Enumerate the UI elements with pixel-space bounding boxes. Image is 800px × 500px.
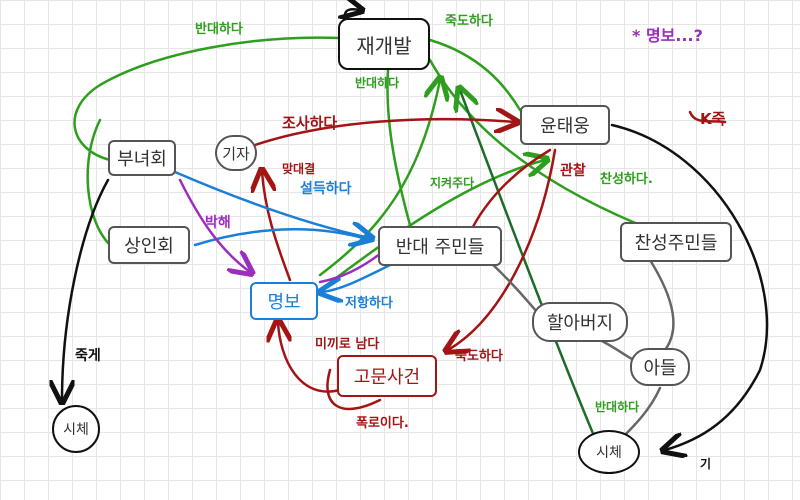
node-yun-taewoong: 윤태웅 (520, 105, 610, 145)
label-fight: 맞대결 (282, 162, 316, 176)
node-torture-case: 고문사건 (337, 355, 437, 397)
label-persuade: 설득하다 (300, 181, 352, 197)
edge-supporters-redev (428, 58, 642, 227)
edge-redev-yun (428, 38, 522, 112)
label-stubborn: 저항하다 (345, 296, 393, 311)
edge-death-loop (326, 368, 382, 411)
edge-merchants-opp-residents (193, 228, 372, 247)
edge-supporters-son (648, 258, 675, 352)
edge-yun-death (448, 148, 557, 350)
label-protect: 지켜주다 (430, 176, 475, 190)
edge-reporter-yun (253, 119, 515, 147)
node-opposing-residents: 반대 주민들 (378, 226, 502, 266)
label-kill-right: K죽 (700, 110, 726, 128)
edge-merchants-oppose (86, 118, 112, 247)
edge-women-opp-residents (173, 170, 370, 238)
edge-opp-residents-redev (386, 68, 412, 227)
edge-yun-body (610, 123, 769, 450)
edge-opp-residents-grandfather (488, 260, 542, 317)
label-oppose-mid: 반대하다 (355, 76, 400, 90)
label-oppose-bottom: 반대하다 (595, 400, 640, 414)
label-persuade2: 관찰 (560, 163, 586, 179)
node-reporter: 기자 (215, 135, 257, 171)
node-merchants-association: 상인회 (108, 226, 190, 264)
edge-women-oppose-redev (73, 36, 342, 162)
label-support-right: 찬성하다. (600, 172, 653, 187)
node-redevelopment: 재개발 (338, 18, 430, 70)
label-left-die: 죽게 (75, 348, 101, 364)
label-investigate: 조사하다 (282, 114, 338, 132)
edge-myungbo-reporter (262, 172, 292, 282)
node-myungbo: 명보 (250, 282, 318, 320)
label-oppose-top: 반대하다 (195, 22, 243, 37)
node-body-bottom: 시체 (578, 430, 640, 474)
edge-yun-red-mark (688, 110, 727, 124)
edge-myungbo-yun (318, 160, 545, 292)
node-grandfather: 할아버지 (532, 302, 628, 342)
label-bottom-mark: 기 (700, 457, 712, 471)
node-womens-association: 부녀회 (108, 140, 176, 176)
label-attack: 박해 (205, 215, 231, 231)
node-supporting-residents: 찬성주민들 (620, 222, 732, 262)
label-kill-top: 죽도하다 (445, 14, 493, 29)
label-kill-bottom: 죽도하다 (455, 349, 503, 364)
label-reveal: 폭로이다. (356, 416, 409, 431)
edge-myungbo-redev (318, 80, 440, 277)
node-son: 아들 (630, 348, 690, 386)
node-body-left: 시체 (52, 405, 100, 453)
label-purple-note: * 명보...? (632, 26, 703, 45)
edge-redev-arrow (345, 9, 360, 15)
edge-women-body (62, 178, 110, 400)
edge-opp-residents-myungbo (322, 263, 392, 292)
edge-women-myungbo (178, 178, 250, 272)
label-meet: 미끼로 남다 (315, 337, 380, 352)
